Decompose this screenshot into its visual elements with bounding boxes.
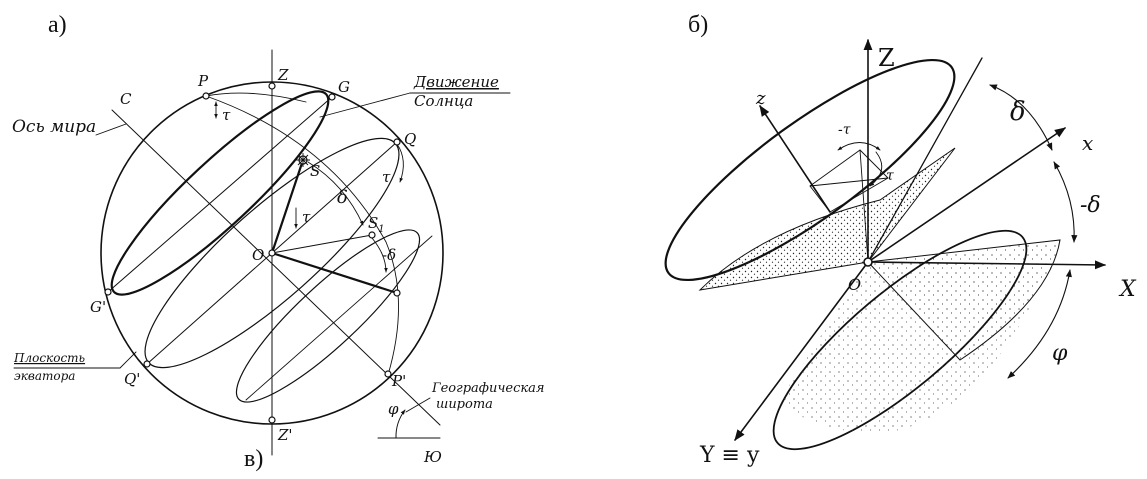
vector-O-lower	[270, 251, 399, 295]
point-Q	[393, 138, 401, 146]
label-tau-O: τ	[302, 208, 311, 226]
label-X-b: X	[1118, 277, 1137, 302]
construction-lines	[809, 149, 889, 263]
caption-sun-motion-1: Движение	[413, 73, 499, 91]
label-delta-b: δ	[1010, 97, 1026, 127]
minus-delta-arc	[1053, 161, 1078, 243]
label-Qp: Q'	[124, 370, 140, 388]
sun-path-upper-chord	[107, 96, 333, 293]
lower-dotted-sector	[780, 240, 1060, 432]
label-S1-main: S	[368, 214, 378, 232]
sun-motion-caption-leader	[319, 92, 411, 118]
label-O-b: O	[848, 275, 861, 294]
tau-arrow-Q	[396, 143, 404, 183]
label-P: P	[197, 72, 209, 90]
panel-label-v: в)	[244, 446, 263, 472]
axis-X	[867, 260, 1107, 270]
label-delta: δ	[337, 187, 348, 208]
label-minus-delta: -δ	[382, 246, 396, 264]
origin-point	[863, 257, 873, 267]
label-G: G	[338, 78, 350, 96]
latitude-leader	[405, 397, 431, 413]
label-Gp: G'	[90, 298, 106, 316]
label-tau-b: τ	[886, 168, 894, 184]
upper-plane-ellipse	[664, 58, 956, 282]
label-Zp: Z'	[277, 426, 293, 444]
caption-axis-of-world: Ось мира	[12, 117, 96, 137]
label-phi-b: φ	[1052, 341, 1068, 366]
celestial-sphere-diagram: Z Z' C P P' G G' Q Q' S S1 O δ -δ τ τ τ …	[12, 49, 545, 466]
label-tau-Q: τ	[382, 168, 391, 186]
upper-dotted-sector	[698, 147, 956, 291]
vector-O-S1	[271, 234, 373, 254]
axis-z	[759, 105, 831, 213]
delta-arrow	[307, 161, 364, 226]
tau-arc	[869, 151, 883, 187]
label-S: S	[310, 162, 320, 180]
point-lower	[393, 289, 401, 297]
point-Qp	[143, 360, 151, 368]
label-S1-sub: 1	[378, 224, 384, 235]
minus-tau-arc	[837, 142, 881, 151]
label-x-b: x	[1082, 131, 1093, 155]
label-Z-b: Z	[878, 44, 895, 72]
point-Zp	[268, 416, 276, 424]
hour-arc-top	[205, 92, 307, 103]
minus-delta-arrow	[371, 237, 388, 273]
sun-icon	[296, 153, 310, 167]
axis-upper-diagonal	[867, 57, 983, 263]
caption-geo-latitude-1: Географическая	[431, 381, 545, 396]
point-G	[328, 93, 336, 101]
point-Gp	[104, 288, 112, 296]
label-Q: Q	[404, 130, 416, 148]
label-z-b: z	[755, 88, 766, 109]
angle-projection-diagram: Z z x X Y ≡ y O δ -δ -τ τ φ	[664, 38, 1137, 468]
label-minus-delta-b: -δ	[1080, 193, 1101, 218]
latitude-arc	[395, 409, 406, 439]
phi-arc	[1007, 269, 1072, 379]
label-C: C	[120, 90, 132, 108]
sun-path-lower-chord	[245, 235, 433, 401]
panel-label-b: б)	[688, 12, 708, 38]
point-Z	[268, 82, 276, 90]
hour-circle	[205, 95, 399, 376]
point-Pp	[384, 370, 392, 378]
label-Pp: P'	[391, 372, 406, 390]
equator-caption-leader	[119, 351, 137, 369]
label-Yy-b: Y ≡ y	[699, 443, 760, 468]
caption-geo-latitude-2: широта	[436, 397, 493, 412]
panel-label-a: а)	[48, 12, 67, 38]
vector-O-S	[270, 158, 305, 255]
world-axis	[111, 109, 441, 426]
sun-path-lower-ellipse	[235, 229, 421, 403]
label-Z: Z	[277, 66, 289, 84]
point-S1	[368, 231, 376, 239]
label-tau-P: τ	[222, 106, 231, 124]
caption-equator-1: Плоскость	[13, 351, 85, 365]
caption-equator-2: экватора	[14, 369, 75, 383]
axis-Y	[734, 261, 869, 441]
axis-caption-leader	[95, 123, 127, 136]
delta-arc	[989, 84, 1053, 151]
label-phi: φ	[388, 400, 399, 418]
sun-path-upper-ellipse	[110, 90, 330, 296]
caption-sun-motion-2: Солнца	[414, 92, 473, 110]
point-O	[268, 249, 276, 257]
label-O: O	[252, 246, 264, 264]
label-yu: Ю	[423, 448, 442, 466]
label-S1: S1	[368, 214, 385, 235]
label-minus-tau-b: -τ	[838, 122, 851, 138]
point-P	[202, 92, 210, 100]
